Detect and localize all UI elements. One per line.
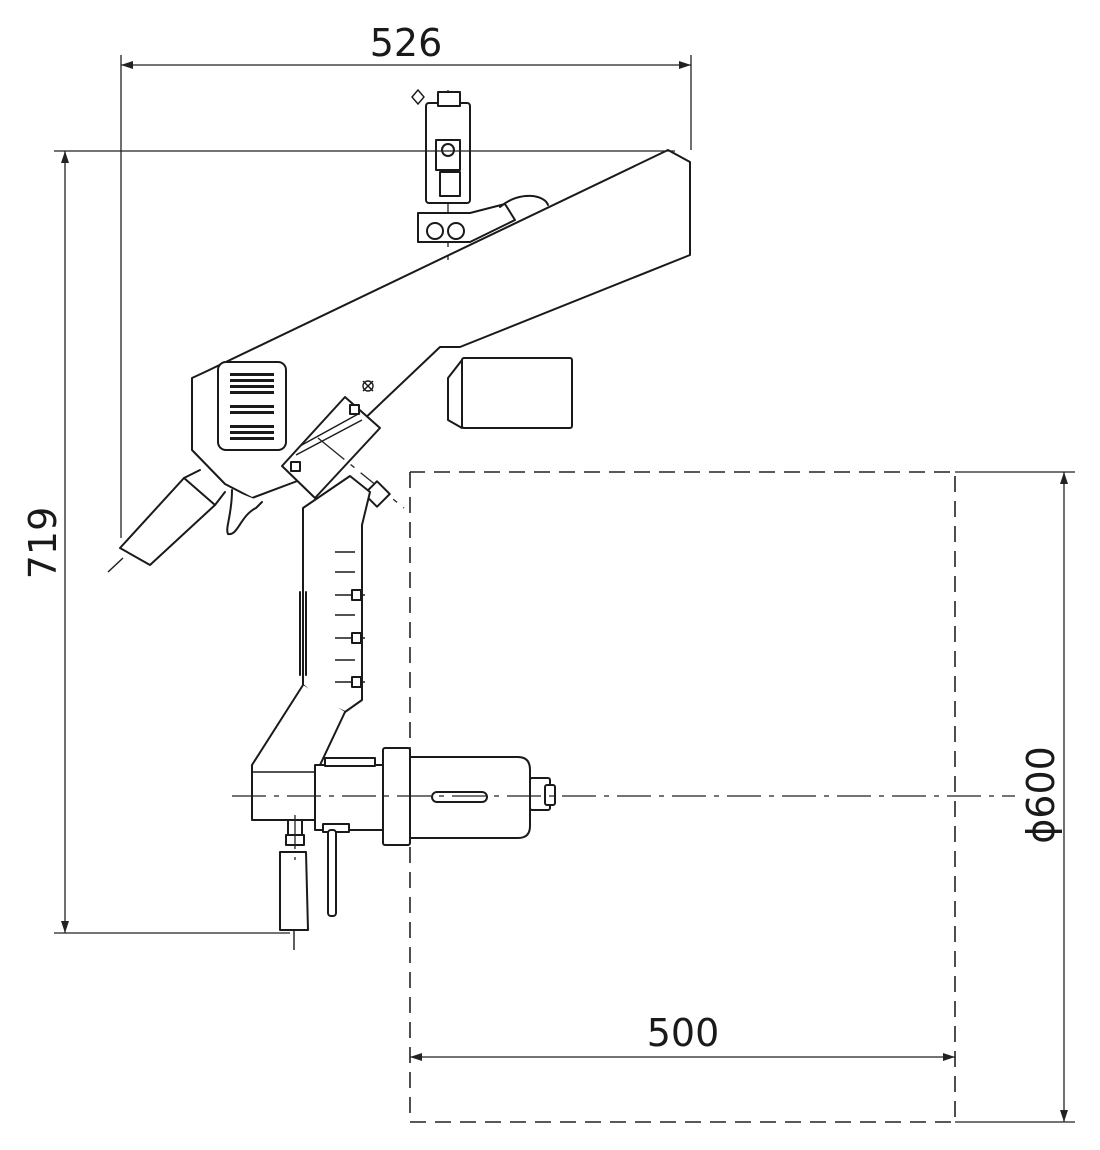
dimension-width <box>120 55 692 538</box>
spindle-slot <box>431 791 488 803</box>
rotary-collar <box>281 396 405 509</box>
torch-assembly <box>411 88 549 260</box>
dimension-width-label: 526 <box>370 21 443 65</box>
dimension-length <box>410 1053 955 1061</box>
workpiece-outline <box>409 471 956 1123</box>
main-arm <box>191 149 691 499</box>
left-handle <box>107 469 263 573</box>
center-lines <box>232 795 1015 860</box>
dimension-height <box>54 150 675 934</box>
dimension-length-label: 500 <box>647 1011 720 1055</box>
dimension-height-label: 719 <box>21 507 65 580</box>
control-panel-keypad <box>230 373 274 440</box>
spindle-assembly <box>314 747 556 846</box>
trigger <box>226 489 263 536</box>
indicator-symbol <box>362 380 374 392</box>
lower-elbow <box>251 684 346 821</box>
dimension-diameter <box>955 471 1075 1123</box>
vertical-column <box>299 475 371 713</box>
motor-block <box>447 357 573 429</box>
bottom-handles <box>279 819 337 950</box>
dimension-diameter-label: ϕ600 <box>1019 746 1063 844</box>
